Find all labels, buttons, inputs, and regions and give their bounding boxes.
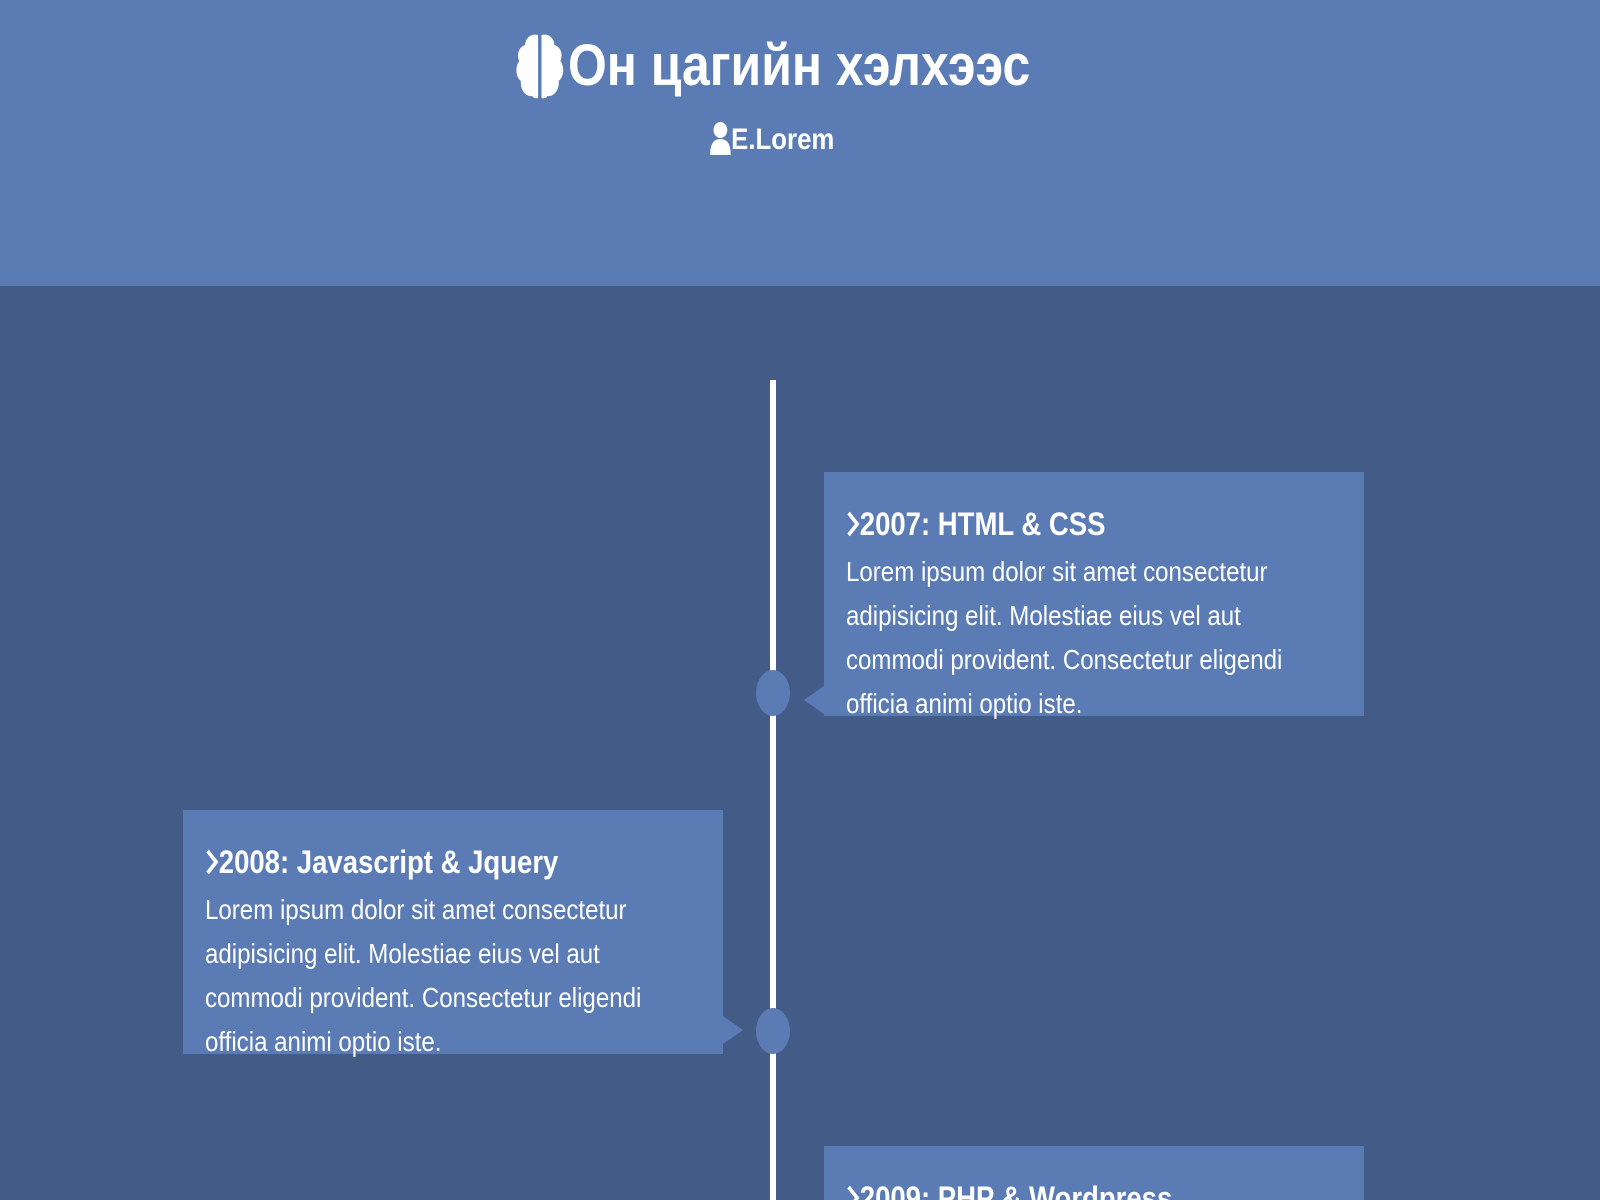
author: E.Lorem	[108, 118, 1437, 162]
page-header: Он цагийн хэлхээс E.Lorem	[0, 0, 1600, 286]
timeline-card-title-text: 2007: HTML & CSS	[859, 506, 1106, 542]
timeline-dot	[756, 1008, 790, 1054]
page-title: Он цагийн хэлхээс	[108, 26, 1437, 106]
title-text: Он цагийн хэлхээс	[567, 33, 1031, 98]
timeline-card-text: Lorem ipsum dolor sit amet consectetur a…	[205, 894, 642, 1057]
timeline-card-title-text: 2009: PHP & Wordpress	[859, 1180, 1173, 1200]
chevron-right-icon	[847, 1185, 860, 1200]
timeline-card-text: Lorem ipsum dolor sit amet consectetur a…	[846, 556, 1283, 719]
timeline-line	[770, 380, 776, 1200]
timeline-card: 2007: HTML & CSS Lorem ipsum dolor sit a…	[804, 472, 1364, 719]
chevron-right-icon	[206, 849, 219, 874]
timeline-card-title: 2007: HTML & CSS	[846, 502, 1345, 546]
chevron-right-icon	[847, 511, 860, 536]
timeline-card-title: 2008: Javascript & Jquery	[205, 840, 704, 884]
timeline-card-title: 2009: PHP & Wordpress	[846, 1176, 1345, 1200]
timeline-dot	[756, 670, 790, 716]
brain-icon	[516, 34, 563, 99]
timeline-card: 2008: Javascript & Jquery Lorem ipsum do…	[183, 810, 743, 1057]
user-icon	[710, 122, 732, 156]
author-name: E.Lorem	[731, 123, 835, 156]
timeline-card-title-text: 2008: Javascript & Jquery	[218, 844, 559, 880]
timeline-card: 2009: PHP & Wordpress	[824, 1146, 1364, 1200]
